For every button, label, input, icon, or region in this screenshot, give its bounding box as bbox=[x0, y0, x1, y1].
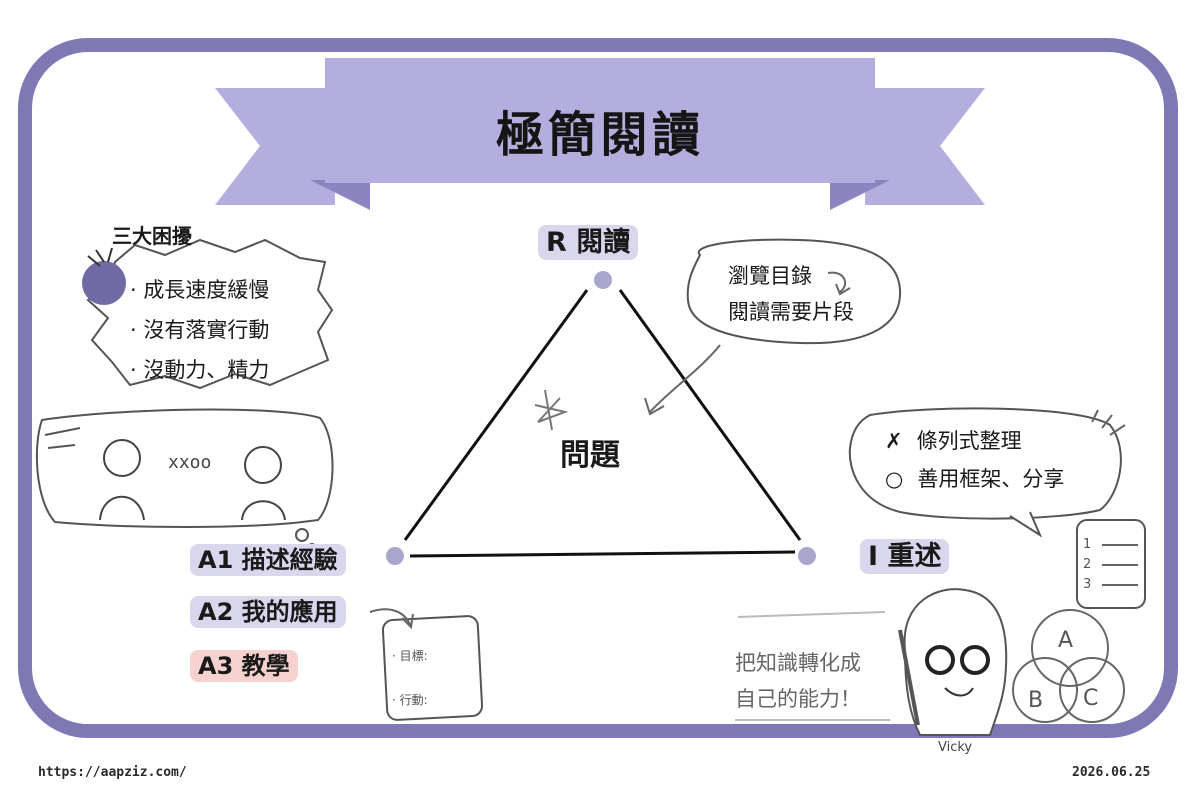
glasses-right bbox=[960, 645, 990, 675]
trouble-item: · 成長速度緩慢 bbox=[130, 278, 270, 302]
list-card-numbers: 1 2 3 bbox=[1083, 535, 1091, 595]
bomb-icon bbox=[82, 261, 126, 305]
footer-url-link[interactable]: https://aapziz.com/ bbox=[38, 765, 187, 780]
banner-main bbox=[325, 58, 875, 183]
trouble-heading: 三大困擾 bbox=[112, 224, 192, 248]
tagline: 把知識轉化成 自己的能力！ bbox=[735, 645, 861, 717]
banner-right-tail bbox=[865, 88, 985, 205]
note-arrow bbox=[369, 608, 414, 630]
reading-bubble bbox=[686, 238, 902, 345]
trouble-list: · 成長速度緩慢 · 沒有落實行動 · 沒動力、精力 bbox=[130, 270, 269, 390]
node-dot-a bbox=[386, 547, 404, 565]
list-number: 3 bbox=[1083, 577, 1092, 592]
retell-bubble bbox=[848, 407, 1122, 520]
node-dot-r bbox=[594, 271, 612, 289]
banner-right-fold bbox=[830, 180, 890, 210]
note-goal: · 目標: bbox=[392, 649, 428, 663]
sad-face-body bbox=[99, 495, 145, 521]
note-action: · 行動: bbox=[392, 693, 428, 707]
venn-label-a: A bbox=[1058, 628, 1074, 653]
list-number: 2 bbox=[1083, 557, 1092, 572]
trouble-bubble bbox=[86, 238, 334, 390]
footer-date: 2026.06.25 bbox=[1072, 765, 1151, 780]
thought-dot-1 bbox=[295, 528, 309, 542]
center-question: 問題 bbox=[560, 438, 620, 473]
reading-arrow-head bbox=[644, 397, 665, 416]
character-smile bbox=[944, 687, 974, 697]
emphasis-lines bbox=[1091, 409, 1126, 436]
node-label-a3: A3 教學 bbox=[190, 650, 298, 682]
venn-circle-c bbox=[1059, 657, 1125, 723]
list-number: 1 bbox=[1083, 537, 1092, 552]
retell-bubble-tail bbox=[1009, 511, 1043, 538]
sad-face-icon bbox=[103, 439, 141, 477]
banner-left-tail bbox=[215, 88, 335, 205]
node-dot-i bbox=[798, 547, 816, 565]
node-label-r: R 閱讀 bbox=[538, 225, 639, 260]
trouble-item: · 沒動力、精力 bbox=[130, 358, 270, 382]
triangle-edge-left bbox=[403, 289, 589, 541]
page-title: 極簡閱讀 bbox=[495, 107, 704, 163]
circle-mark-icon: ○ bbox=[885, 467, 904, 491]
pen-icon bbox=[898, 629, 920, 726]
tagline-line: 自己的能力！ bbox=[735, 687, 861, 711]
signature: Vicky bbox=[938, 740, 973, 755]
scene-doodle-text: xxoo bbox=[168, 452, 212, 473]
glasses-left bbox=[925, 645, 955, 675]
reading-bubble-text: 瀏覽目錄 閱讀需要片段 bbox=[728, 258, 854, 330]
tagline-line: 把知識轉化成 bbox=[735, 651, 861, 675]
node-label-a1: A1 描述經驗 bbox=[190, 544, 346, 576]
triangle-edge-bottom bbox=[409, 550, 796, 558]
venn-circle-a bbox=[1031, 609, 1109, 687]
triangle-edge-right bbox=[618, 289, 802, 541]
trouble-item: · 沒有落實行動 bbox=[130, 318, 270, 342]
venn-label-b: B bbox=[1028, 688, 1044, 713]
venn-circle-b bbox=[1012, 657, 1078, 723]
scene-bubble bbox=[35, 408, 334, 528]
hand-doodle bbox=[44, 427, 81, 449]
retell-item: ✗條列式整理 bbox=[885, 429, 1022, 453]
node-label-i: I 重述 bbox=[860, 539, 950, 574]
bomb-spark bbox=[87, 247, 113, 267]
cross-mark-icon: ✗ bbox=[885, 429, 903, 453]
retell-bubble-text: ✗條列式整理 ○善用框架、分享 bbox=[885, 422, 1064, 498]
node-label-a2: A2 我的應用 bbox=[190, 596, 346, 628]
note-card bbox=[381, 615, 484, 721]
character-hair bbox=[903, 588, 1008, 736]
underline-tagline bbox=[735, 611, 890, 721]
reading-step: 閱讀需要片段 bbox=[728, 300, 854, 324]
venn-label-c: C bbox=[1083, 686, 1099, 711]
doodle-star bbox=[534, 389, 569, 431]
note-card-text: · 目標: · 行動: bbox=[392, 634, 428, 722]
banner-left-fold bbox=[310, 180, 370, 210]
retell-item: ○善用框架、分享 bbox=[885, 467, 1065, 491]
angry-face-body bbox=[241, 500, 286, 521]
curl-arrow bbox=[827, 271, 851, 296]
reading-step: 瀏覽目錄 bbox=[728, 264, 812, 288]
reading-arrow bbox=[649, 344, 721, 413]
angry-face-icon bbox=[244, 446, 282, 484]
